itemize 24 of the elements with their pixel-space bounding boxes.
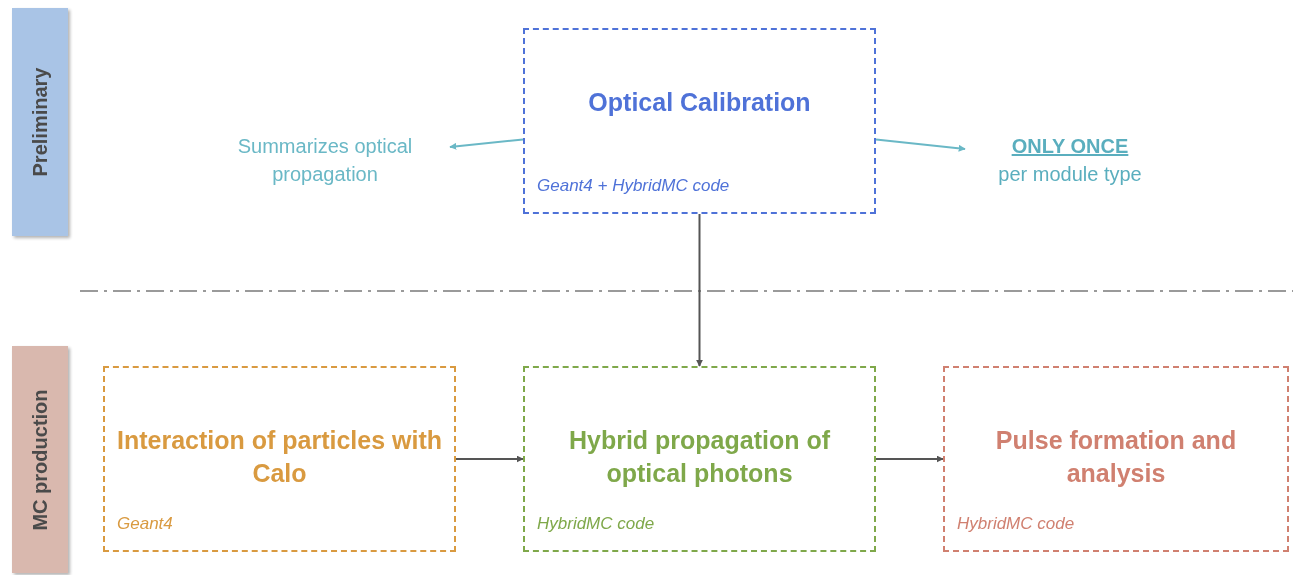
box-title: Pulse formation and analysis [994,425,1238,489]
section-band [12,8,68,236]
arrow [449,138,524,150]
arrow [875,138,966,152]
arrow [455,455,524,463]
process-box [943,366,1289,552]
code-note: Geant4 + HybridMC code [537,174,730,197]
emphasis-note: ONLY ONCE [1011,134,1129,159]
code-note: HybridMC code [537,512,655,535]
section-label: MC production [28,388,52,531]
section-band [12,346,68,573]
process-box [523,28,876,214]
box-title: Hybrid propagation of optical photons [567,425,832,489]
process-box [103,366,456,552]
section-label: Preliminary [28,67,52,177]
code-note: Geant4 [117,512,173,535]
arrow [696,213,703,367]
note-text: Summarizes optical propagation [236,134,414,187]
code-note: HybridMC code [957,512,1075,535]
note-text: per module type [998,162,1142,187]
box-title: Optical Calibration [587,87,812,118]
box-title: Interaction of particles with Calo [115,425,444,489]
process-box [523,366,876,552]
arrow [875,455,944,463]
